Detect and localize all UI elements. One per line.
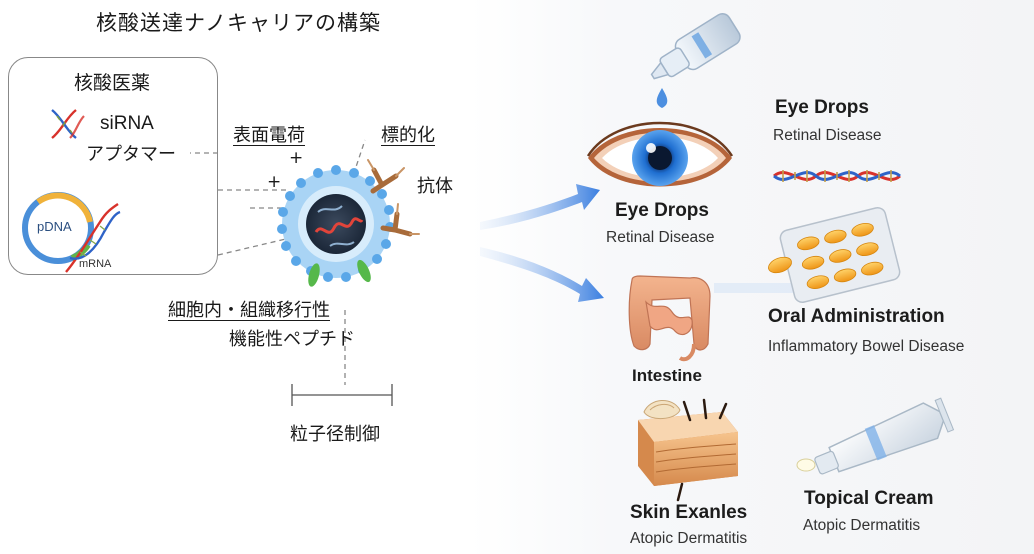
- eye-icon: [586, 121, 734, 187]
- intestine-title: Intestine: [632, 366, 702, 385]
- eye-right-subtitle: Retinal Disease: [773, 127, 882, 144]
- plus-sign-2: +: [267, 172, 282, 192]
- aptamer-label: アプタマー: [86, 144, 176, 165]
- eye-center-title: Eye Drops: [615, 200, 709, 221]
- arrow-to-eye: [480, 184, 600, 230]
- plus-sign-1: +: [289, 148, 304, 168]
- intestine-icon: [628, 275, 711, 362]
- dna-icon: [51, 109, 85, 139]
- panel-heading: 核酸医薬: [74, 72, 151, 94]
- sirna-label: siRNA: [100, 113, 154, 134]
- oral-subtitle: Inflammatory Bowel Disease: [768, 338, 965, 355]
- eye-dropper-icon: [650, 13, 741, 108]
- topical-subtitle: Atopic Dermatitis: [803, 517, 921, 534]
- oral-connector: [714, 283, 824, 293]
- surface-charge-label: 表面電荷: [233, 125, 305, 146]
- size-bracket: [291, 384, 393, 406]
- nanoparticle-icon: [277, 165, 395, 282]
- skin-subtitle: Atopic Dermatitis: [630, 530, 748, 547]
- plasmid-icon: [22, 192, 121, 273]
- dna-icon-right: [773, 170, 901, 182]
- page-title: 核酸送達ナノキャリアの構築: [96, 11, 381, 35]
- pdna-label: pDNA: [37, 219, 72, 234]
- skin-title: Skin Exanles: [630, 502, 748, 523]
- targeting-label: 標的化: [381, 125, 435, 146]
- penetration-label: 細胞内・組織移行性: [168, 300, 330, 321]
- size-control-label: 粒子径制御: [290, 424, 380, 445]
- arrow-to-intestine: [480, 247, 604, 302]
- skin-icon: [638, 398, 738, 502]
- peptide-icons: [308, 259, 371, 287]
- pill-pack-icon: [768, 206, 901, 304]
- nucleic-acid-panel: [8, 57, 218, 275]
- cream-tube-icon: [796, 397, 955, 475]
- antibody-label: 抗体: [417, 176, 453, 197]
- eye-right-title: Eye Drops: [775, 97, 869, 118]
- oral-title: Oral Administration: [768, 306, 945, 327]
- topical-title: Topical Cream: [804, 488, 934, 509]
- antibody-icon: [370, 167, 413, 237]
- eye-center-subtitle: Retinal Disease: [606, 229, 715, 246]
- peptide-label: 機能性ペプチド: [229, 329, 355, 350]
- mrna-label: mRNA: [79, 258, 112, 270]
